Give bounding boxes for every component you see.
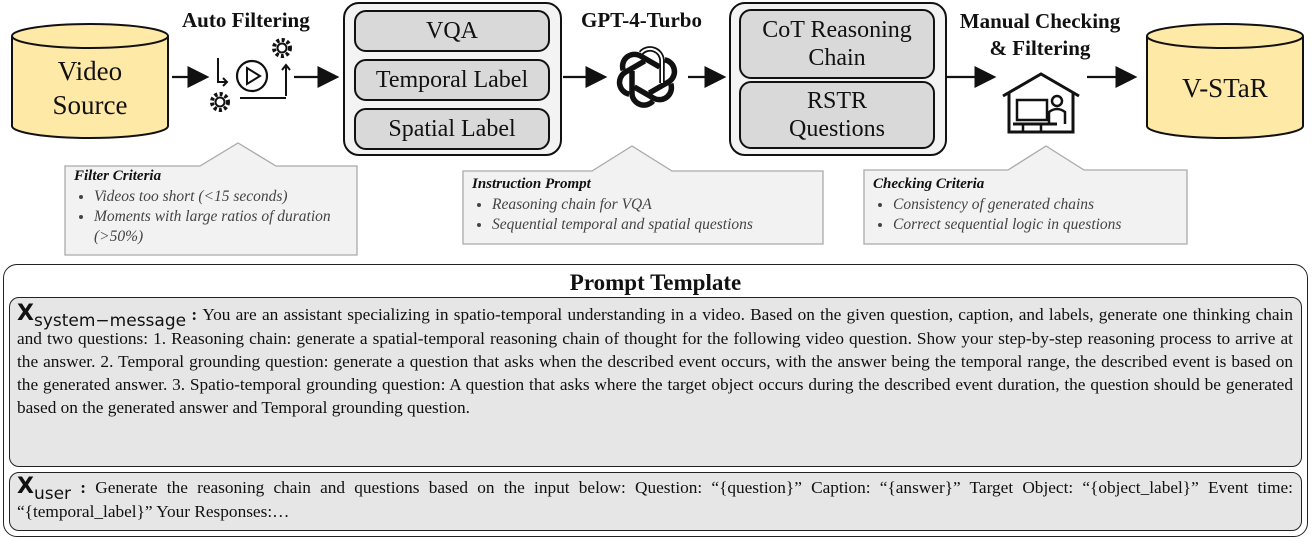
system-message-symbol: X <box>17 301 34 326</box>
cot-reasoning-chain-label: CoT Reasoning Chain <box>739 9 935 79</box>
instruction-callout-shape <box>462 145 824 245</box>
system-message-text: You are an assistant specializing in spa… <box>17 305 1293 417</box>
rstr-questions-label: RSTR Questions <box>739 81 935 149</box>
manual-checking-title: Manual Checking & Filtering <box>959 9 1121 60</box>
v-star-database: V-STaR <box>1145 22 1305 140</box>
instruction-prompt-title: Instruction Prompt <box>472 176 591 192</box>
user-message-subscript: user <box>33 484 72 504</box>
checking-criteria-item: Consistency of generated chains <box>893 195 1185 215</box>
auto-filter-play-gear-icon <box>206 38 296 127</box>
checking-criteria-callout: Checking Criteria Consistency of generat… <box>873 176 1185 235</box>
gpt-title: GPT-4-Turbo <box>581 8 702 32</box>
auto-filtering-title: Auto Filtering <box>182 8 310 32</box>
checking-criteria-title: Checking Criteria <box>873 176 985 192</box>
filter-criteria-callout: Filter Criteria Videos too short (<15 se… <box>74 168 354 247</box>
v-star-label: V-STaR <box>1182 73 1268 103</box>
filter-callout-shape <box>64 142 358 256</box>
user-message-box: Xuser : Generate the reasoning chain and… <box>9 472 1302 531</box>
vqa-label: VQA <box>354 10 550 52</box>
user-message-symbol: X <box>17 474 34 499</box>
filter-criteria-item: Videos too short (<15 seconds) <box>94 187 354 207</box>
instruction-prompt-item: Reasoning chain for VQA <box>492 195 822 215</box>
filter-criteria-title: Filter Criteria <box>74 168 162 184</box>
checking-criteria-item: Correct sequential logic in questions <box>893 215 1185 235</box>
openai-logo-icon <box>614 44 680 115</box>
user-message-text: Generate the reasoning chain and questio… <box>17 478 1293 521</box>
prompt-template-title: Prompt Template <box>569 270 742 295</box>
database-cylinder-icon <box>11 23 169 139</box>
system-message-box: Xsystem−message : You are an assistant s… <box>9 297 1302 467</box>
database-cylinder-icon <box>1146 23 1304 139</box>
spatial-label: Spatial Label <box>354 108 550 150</box>
manual-check-house-icon <box>999 70 1083 141</box>
instruction-prompt-callout: Instruction Prompt Reasoning chain for V… <box>472 176 822 235</box>
instruction-prompt-item: Sequential temporal and spatial question… <box>492 215 822 235</box>
filter-criteria-item: Moments with large ratios of duration (>… <box>94 207 354 247</box>
video-source-database: Video Source <box>10 22 170 140</box>
temporal-label: Temporal Label <box>354 59 550 101</box>
system-message-subscript: system−message <box>33 311 187 331</box>
checking-callout-shape <box>863 145 1188 245</box>
video-source-label: Video Source <box>52 56 128 120</box>
